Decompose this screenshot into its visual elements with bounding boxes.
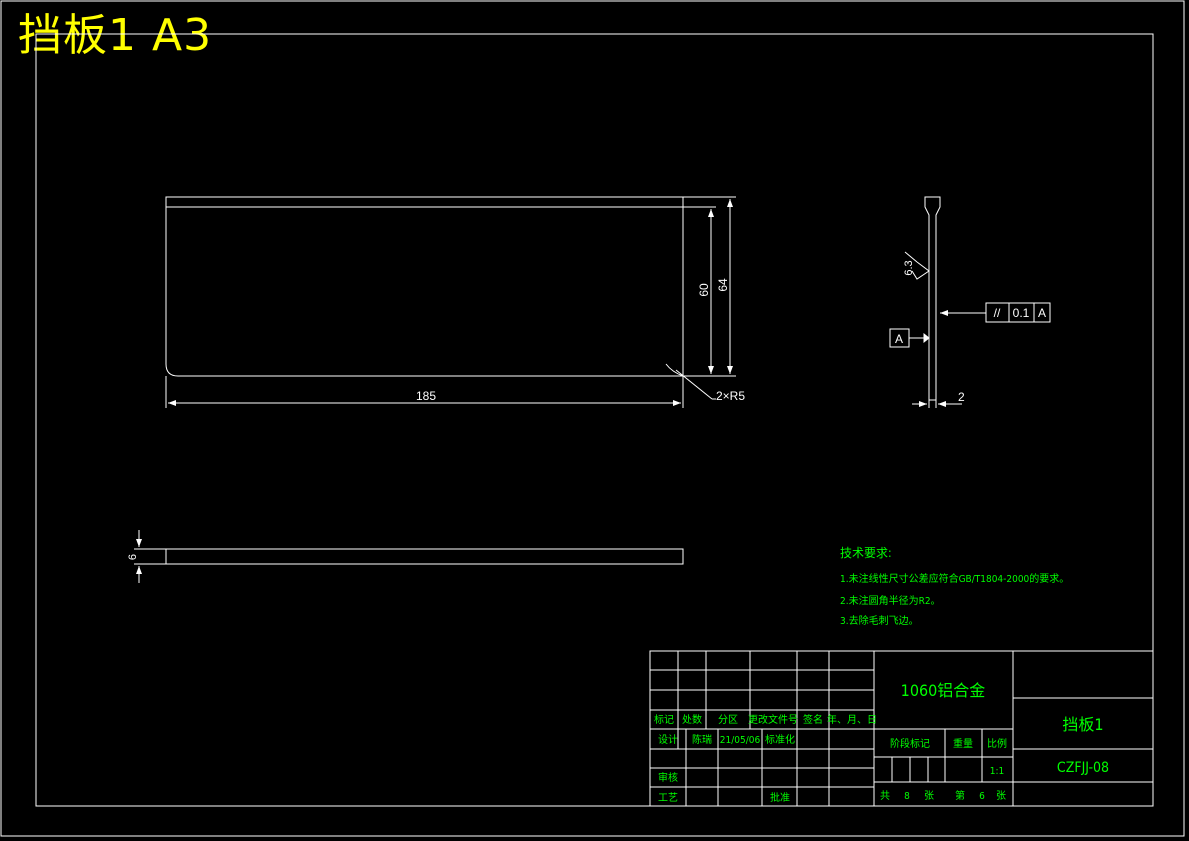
roughness-symbol-leg [904, 251, 918, 263]
tb-stage-label: 阶段标记 [890, 737, 930, 750]
tb-sheet-no: 6 [979, 791, 985, 802]
fillet-leader [675, 369, 713, 400]
tb-drawing-no: CZFJJ-08 [1057, 760, 1109, 776]
tb-standardize-label: 标准化 [765, 733, 795, 746]
fillet-right [665, 363, 684, 377]
tech-req-item-2: 2.未注圆角半径为R2。 [840, 594, 941, 607]
tolerance-symbol-text: // [994, 306, 1001, 320]
roughness-text: 6.3 [903, 260, 915, 275]
side-outline [924, 196, 941, 401]
tb-header-mark: 标记 [654, 714, 674, 726]
tb-header-count: 处数 [682, 713, 702, 726]
sheet-inner-border [35, 33, 1154, 807]
drawing-title: 挡板1 A3 [18, 10, 213, 61]
tb-process-label: 工艺 [658, 792, 678, 804]
tb-design-date: 21/05/06 [720, 735, 761, 746]
tb-approve-label: 批准 [770, 791, 790, 804]
side-view [889, 196, 1051, 408]
tb-review-label: 审核 [658, 771, 678, 784]
dim-inner-height-text: 60 [697, 283, 711, 297]
tb-scale-label: 比例 [987, 737, 1007, 750]
tb-sheets-total: 8 [904, 791, 910, 802]
roughness-symbol [911, 261, 930, 280]
tb-sheet-no-unit: 张 [996, 790, 1006, 802]
fillet-note-text: 2×R5 [716, 389, 745, 403]
tolerance-datum-text: A [1038, 306, 1046, 320]
datum-text: A [895, 332, 903, 346]
tb-design-label: 设计 [658, 733, 678, 746]
tech-req-heading: 技术要求: [840, 546, 892, 560]
tb-sheet-no-label: 第 [955, 789, 965, 802]
front-view [165, 196, 736, 408]
dim-length-text: 185 [416, 389, 436, 403]
tb-weight-label: 重量 [953, 737, 973, 750]
front-outline [165, 196, 684, 377]
dim-thickness-text: 2 [958, 390, 965, 404]
tb-sheets-unit: 张 [924, 790, 934, 802]
tolerance-frame [985, 302, 1051, 323]
tolerance-value-text: 0.1 [1013, 306, 1030, 320]
dim-outer-height-text: 64 [716, 278, 730, 292]
datum-triangle [923, 332, 930, 344]
tb-scale-value: 1:1 [990, 766, 1004, 777]
tb-sheets-total-label: 共 [880, 790, 890, 802]
bottom-outline [165, 548, 684, 565]
tb-designer: 陈瑞 [692, 733, 712, 746]
title-block [649, 650, 1154, 807]
tech-req-item-3: 3.去除毛刺飞边。 [840, 614, 919, 627]
dim-bottom-height-text: 6 [127, 554, 139, 560]
tech-req-item-1: 1.未注线性尺寸公差应符合GB/T1804-2000的要求。 [840, 572, 1069, 585]
bottom-view [134, 530, 684, 583]
tb-part-name: 挡板1 [1062, 715, 1103, 734]
tb-header-change-doc: 更改文件号 [748, 713, 798, 726]
tb-header-date: 年、月、日 [827, 713, 877, 726]
tb-header-signature: 签名 [803, 713, 823, 726]
tb-material: 1060铝合金 [901, 681, 986, 700]
tb-header-zone: 分区 [718, 714, 738, 726]
